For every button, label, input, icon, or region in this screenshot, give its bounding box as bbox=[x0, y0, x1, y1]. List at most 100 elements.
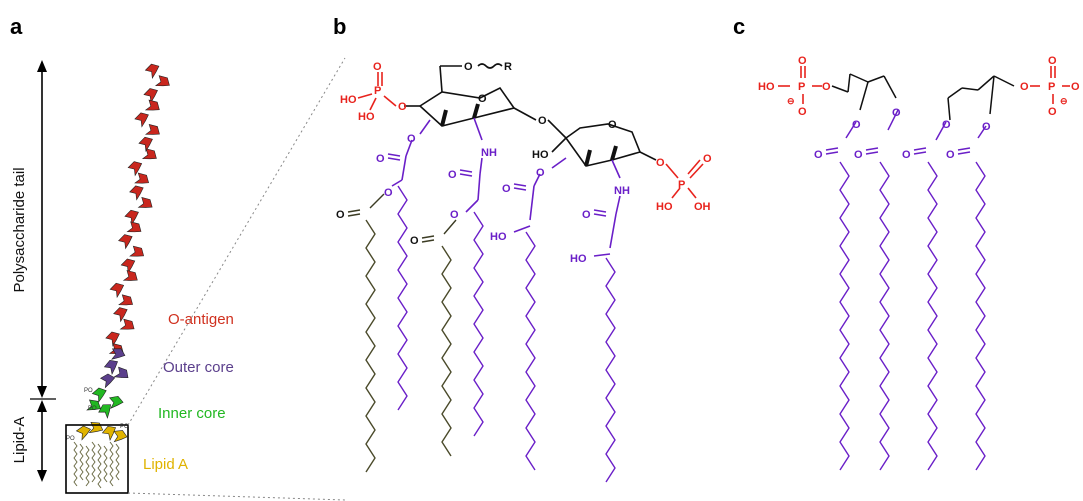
p1-o-link: O bbox=[398, 101, 407, 113]
o-antigen-sugar bbox=[119, 318, 135, 330]
lipid-a-sugar bbox=[101, 425, 116, 441]
sec-carbonyl-o-1: O bbox=[336, 209, 345, 221]
c-ester-o-1: O bbox=[852, 119, 861, 131]
amide-nh-2: NH bbox=[614, 185, 630, 197]
c-carbonyl-o-4: O bbox=[946, 149, 955, 161]
polysaccharide-tail-label: Polysaccharide tail bbox=[11, 167, 28, 292]
cardiolipin-chain-1 bbox=[839, 161, 850, 471]
cardiolipin-chain-2 bbox=[879, 161, 890, 471]
amide-nh-1: NH bbox=[481, 147, 497, 159]
c-o-right-top: O bbox=[1048, 55, 1057, 67]
c-ester-o-2: O bbox=[892, 107, 901, 119]
disaccharide-backbone bbox=[404, 63, 657, 167]
p2-atom: P bbox=[678, 179, 685, 191]
o-antigen-sugar bbox=[138, 136, 153, 152]
panel-c-fatty-chains bbox=[839, 161, 986, 471]
phosphate-1-bonds bbox=[357, 72, 397, 111]
panel-b: b bbox=[333, 14, 712, 483]
ester-sec-o-1: O bbox=[384, 187, 393, 199]
panel-a: a Polysaccharide tail Lipid-A PO PO PO bbox=[10, 14, 234, 494]
cardiolipin-phosphate-left bbox=[778, 66, 822, 104]
c-carbonyl-o-2: O bbox=[854, 149, 863, 161]
o-antigen-sugar bbox=[137, 197, 153, 208]
c-o-left-link: O bbox=[822, 81, 831, 93]
inner-core-sugar bbox=[109, 395, 124, 409]
o-r-atom: O bbox=[464, 61, 473, 73]
r-group: R bbox=[504, 61, 512, 73]
c-ester-o-4: O bbox=[982, 121, 991, 133]
cardiolipin-esters bbox=[825, 109, 987, 155]
o-antigen-sugar bbox=[127, 161, 143, 177]
o-antigen-sugar bbox=[129, 245, 145, 257]
p1-atom: P bbox=[374, 85, 381, 97]
panel-b-fatty-chains bbox=[365, 185, 616, 483]
po-label-3: PO bbox=[120, 424, 129, 430]
lipid-a-tail bbox=[97, 443, 102, 489]
secondary-chain-2 bbox=[441, 245, 452, 457]
po-label-2: PO bbox=[88, 406, 97, 412]
lipid-a-label: Lipid A bbox=[143, 456, 188, 473]
outer-core-sugar bbox=[99, 373, 116, 389]
c-ho-left: HO bbox=[758, 81, 775, 93]
p1-ho-1: HO bbox=[340, 94, 357, 106]
lipid-a-arrow bbox=[37, 400, 47, 482]
acyl-chain-1 bbox=[397, 185, 408, 411]
o-antigen-sugar bbox=[144, 63, 160, 79]
outer-core-sugar bbox=[103, 359, 118, 375]
o-antigen-sugar bbox=[134, 112, 149, 128]
secondary-acyl-linkers bbox=[347, 193, 457, 243]
polysaccharide-arrow bbox=[37, 60, 47, 398]
outer-core-label: Outer core bbox=[163, 359, 234, 376]
chain-ho-2: HO bbox=[570, 253, 587, 265]
o-antigen-sugar bbox=[126, 221, 142, 233]
p2-ho: HO bbox=[656, 201, 673, 213]
inner-core-sugar bbox=[98, 404, 112, 419]
lipid-a-tail bbox=[103, 445, 108, 483]
acyl-linkers bbox=[387, 117, 621, 257]
lipid-a-tail bbox=[109, 441, 114, 487]
o-antigen-sugar bbox=[154, 75, 170, 87]
c-minus-left: ⊖ bbox=[787, 96, 795, 106]
ester-o-1: O bbox=[407, 133, 416, 145]
o-antigen-sugar bbox=[118, 234, 133, 250]
p2-o-link: O bbox=[656, 157, 665, 169]
lipid-a-tail bbox=[73, 441, 78, 487]
lipid-a-tail bbox=[79, 443, 84, 481]
c-o-right-bottom: O bbox=[1048, 106, 1057, 118]
c-minus-right: ⊖ bbox=[1060, 96, 1068, 106]
o-antigen-sugar bbox=[144, 123, 160, 135]
carbonyl-o-4: O bbox=[582, 209, 591, 221]
lipid-a-axis-label: Lipid-A bbox=[11, 417, 28, 464]
ring1-o: O bbox=[478, 93, 487, 105]
inner-core-label: Inner core bbox=[158, 405, 226, 422]
po-label-1: PO bbox=[84, 388, 93, 394]
lipid-a-sugar bbox=[113, 430, 128, 443]
o-antigen-sugar bbox=[129, 185, 144, 201]
ester-o-3: O bbox=[536, 167, 545, 179]
panel-letter-c: c bbox=[733, 14, 745, 39]
o-antigen-sugar bbox=[118, 294, 133, 306]
acyl-chain-2 bbox=[473, 211, 484, 437]
o-antigen-sugar bbox=[134, 172, 149, 184]
o-antigen-sugar bbox=[143, 88, 158, 104]
c-o-right-link: O bbox=[1020, 81, 1029, 93]
panel-letter-b: b bbox=[333, 14, 346, 39]
o-antigen-sugar bbox=[120, 258, 136, 274]
ring2-ho: HO bbox=[532, 149, 549, 161]
ester-sec-o-2: O bbox=[450, 209, 459, 221]
cardiolipin-phosphate-right bbox=[1030, 66, 1070, 104]
c-p-left: P bbox=[798, 81, 805, 93]
o-antigen-sugar bbox=[122, 270, 138, 281]
phosphate-2-bonds bbox=[665, 159, 704, 199]
p1-ho-2: HO bbox=[358, 111, 375, 123]
p1-o-top: O bbox=[373, 61, 382, 73]
c-carbonyl-o-1: O bbox=[814, 149, 823, 161]
lipid-a-box bbox=[65, 424, 129, 494]
o-antigen-sugar bbox=[144, 99, 160, 111]
panel-c: c HO P O O ⊖ O O P O O O ⊖ bbox=[733, 14, 1080, 471]
o-antigen-sugar bbox=[124, 209, 139, 226]
acyl-chain-3 bbox=[525, 231, 536, 471]
c-o-left-bottom: O bbox=[798, 106, 807, 118]
lipid-a-tail bbox=[85, 445, 90, 487]
